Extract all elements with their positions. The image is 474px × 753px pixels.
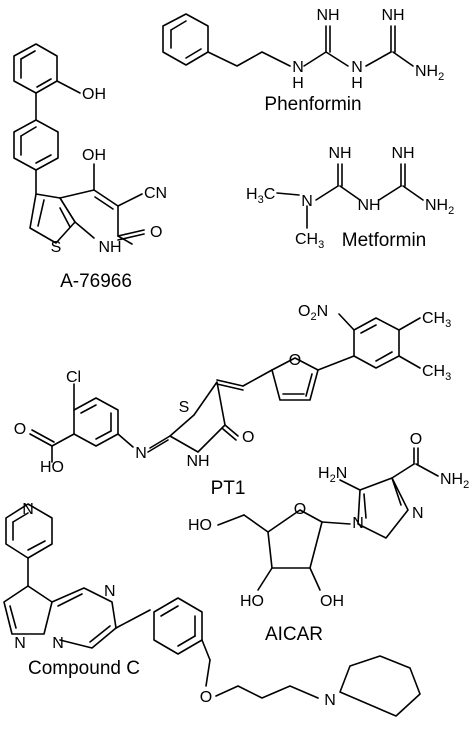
aicar-h2n: H2N <box>318 465 347 485</box>
compound-c-n-1: N <box>14 635 26 652</box>
pt1-ho: HO <box>40 459 64 476</box>
phenformin-h-2: H <box>351 75 363 92</box>
metformin-nh-top-1: NH <box>328 145 351 162</box>
pt1-cl: Cl <box>66 369 81 386</box>
a76966-cn: CN <box>144 185 167 202</box>
aicar-oh: OH <box>320 593 344 610</box>
compound-c-label: Compound C <box>28 658 140 679</box>
phenformin-nh-top-1: NH <box>316 7 339 24</box>
aicar-amide-o: O <box>410 431 422 448</box>
aicar-ring-n-1: N <box>352 515 364 532</box>
a76966-label: A-76966 <box>60 271 132 292</box>
metformin-ch3: CH3 <box>295 231 324 251</box>
a76966-o: O <box>150 224 162 241</box>
aicar-nh2: NH2 <box>440 471 469 491</box>
a76966-oh: OH <box>82 147 106 164</box>
pt1-imine-n: N <box>135 445 147 462</box>
aicar-label: AICAR <box>265 624 323 645</box>
aicar-ring-n-2: N <box>412 505 424 522</box>
phenformin-nh-top-2: NH <box>381 7 404 24</box>
pt1-structure: CH3 CH3 O2N O O S NH N Cl O HO <box>14 303 451 499</box>
pt1-nh: NH <box>186 453 209 470</box>
metformin-n: N <box>301 193 313 210</box>
phenformin-benzene-ring <box>162 13 209 66</box>
pt1-acid-o: O <box>14 421 26 438</box>
pt1-furan-o: O <box>289 352 301 369</box>
compound-c-pyrazole-ring <box>3 585 53 635</box>
pt1-s: S <box>179 399 190 416</box>
metformin-label: Metformin <box>342 230 426 251</box>
phenformin-n-1: N <box>292 59 304 76</box>
a76966-nh: NH <box>98 239 121 256</box>
metformin-nh2: NH2 <box>425 197 454 217</box>
metformin-structure: NH NH H3C N CH3 NH NH2 Metformin <box>246 145 454 251</box>
phenformin-structure: NH NH N H N H NH2 Phenformin <box>162 7 444 115</box>
compound-c-structure: N N N N Compound C O N <box>3 501 421 717</box>
a76966-pyridone-ring <box>59 189 119 237</box>
compound-c-pyrimidine-n: N <box>104 583 116 600</box>
pt1-label: PT1 <box>211 478 246 499</box>
compound-c-n-2: N <box>52 635 64 652</box>
compound-c-pyrimidine-ring <box>51 587 117 649</box>
pt1-no2: O2N <box>298 303 328 323</box>
aicar-ho-1: HO <box>188 517 212 534</box>
pt1-furan-ring <box>271 357 319 401</box>
phenformin-nh2: NH2 <box>415 63 444 83</box>
pt1-keto-o: O <box>242 429 254 446</box>
compound-c-ether-o: O <box>200 689 212 706</box>
metformin-h3c: H3C <box>246 186 275 206</box>
pt1-ch3-top: CH3 <box>422 310 451 330</box>
phenformin-label: Phenformin <box>264 94 361 115</box>
compound-c-piperidine-ring <box>339 655 421 717</box>
aicar-structure: N N H2N O NH2 O HO HO OH AICAR <box>188 431 469 645</box>
aicar-imidazole-ring <box>357 477 409 539</box>
compound-c-pyridine-n: N <box>22 501 34 518</box>
a76966-phenol-oh: OH <box>82 86 106 103</box>
pt1-thiazolidinone-ring <box>169 381 226 453</box>
a76966-thiophene-ring <box>29 193 76 244</box>
aicar-ribose-ring <box>267 509 323 569</box>
pt1-ch3-bottom: CH3 <box>422 363 451 383</box>
phenformin-h-1: H <box>292 75 304 92</box>
metformin-nh: NH <box>357 197 380 214</box>
a76966-s: S <box>51 239 62 256</box>
phenformin-n-2: N <box>351 59 363 76</box>
metformin-nh-top-2: NH <box>391 145 414 162</box>
aicar-ring-o: O <box>294 501 306 518</box>
aicar-ho-2: HO <box>240 593 264 610</box>
compound-c-phenyl-ring <box>153 597 203 655</box>
a76966-structure: OH OH CN S NH O A-76966 <box>13 43 167 292</box>
compound-c-piperidine-n: N <box>324 692 336 709</box>
phenformin-ethyl-chain <box>207 51 291 67</box>
